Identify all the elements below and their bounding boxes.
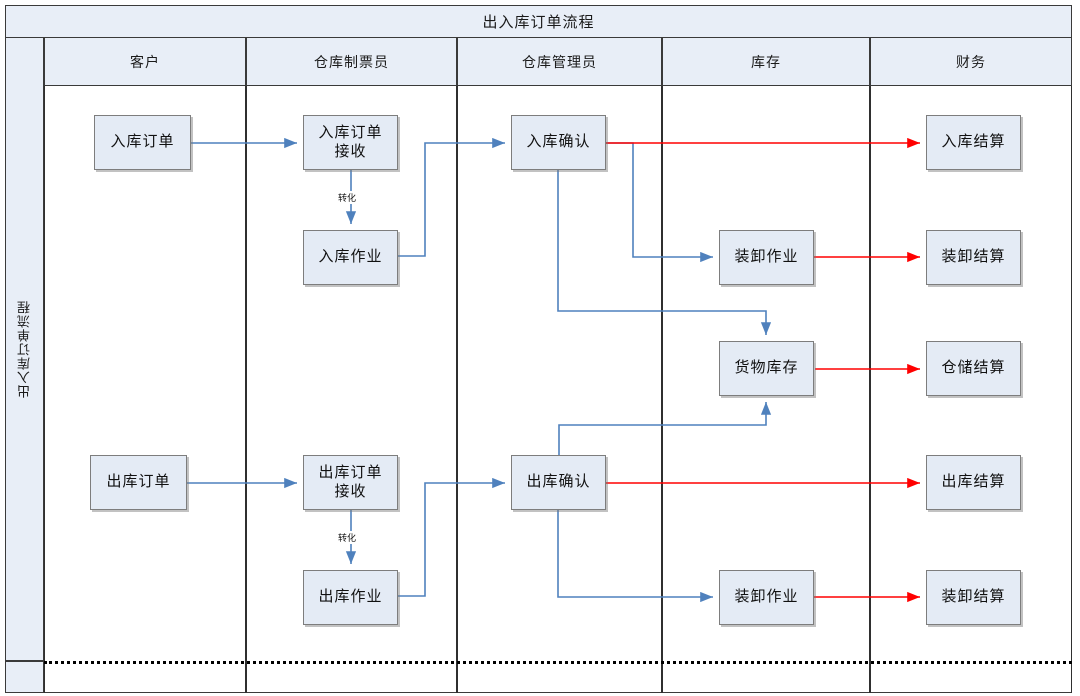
lane-body-customer xyxy=(44,86,246,693)
phase-separator-dotted-line xyxy=(44,661,1072,664)
node-loading-task-outbound[interactable]: 装卸作业 xyxy=(719,570,814,625)
node-inbound-settlement[interactable]: 入库结算 xyxy=(926,115,1021,170)
lane-header-manager: 仓库管理员 xyxy=(457,38,662,86)
node-outbound-order-receive[interactable]: 出库订单 接收 xyxy=(303,455,398,510)
node-outbound-task[interactable]: 出库作业 xyxy=(303,570,398,625)
node-outbound-settlement[interactable]: 出库结算 xyxy=(926,455,1021,510)
node-loading-settlement-outbound[interactable]: 装卸结算 xyxy=(926,570,1021,625)
lane-header-inventory: 库存 xyxy=(662,38,870,86)
lane-body-inventory xyxy=(662,86,870,693)
lane-label: 财务 xyxy=(956,53,986,70)
lane-label: 客户 xyxy=(130,53,160,70)
lane-body-manager xyxy=(457,86,662,693)
lane-body-ticketing xyxy=(246,86,457,693)
pool-label-text: 出入库订单流程 xyxy=(17,300,32,398)
lane-body-finance xyxy=(870,86,1072,693)
node-inbound-task[interactable]: 入库作业 xyxy=(303,230,398,285)
lane-label: 仓库管理员 xyxy=(522,53,597,70)
pool-label-band: 出入库订单流程 xyxy=(5,38,44,661)
node-inbound-order[interactable]: 入库订单 xyxy=(94,115,191,170)
lane-header-ticketing: 仓库制票员 xyxy=(246,38,457,86)
pool-label-band-footer xyxy=(5,661,44,693)
lane-label: 仓库制票员 xyxy=(314,53,389,70)
lane-header-row: 客户 仓库制票员 仓库管理员 库存 财务 xyxy=(44,38,1072,86)
node-goods-stock[interactable]: 货物库存 xyxy=(719,341,814,396)
node-loading-settlement-inbound[interactable]: 装卸结算 xyxy=(926,230,1021,285)
node-outbound-order[interactable]: 出库订单 xyxy=(90,455,187,510)
node-inbound-confirm[interactable]: 入库确认 xyxy=(511,115,606,170)
lane-label: 库存 xyxy=(751,53,781,70)
node-inbound-order-receive[interactable]: 入库订单 接收 xyxy=(303,115,398,170)
edge-label-conversion-outbound: 转化 xyxy=(336,531,359,544)
node-outbound-confirm[interactable]: 出库确认 xyxy=(511,455,606,510)
node-storage-settlement[interactable]: 仓储结算 xyxy=(926,341,1021,396)
lane-header-finance: 财务 xyxy=(870,38,1072,86)
lane-header-customer: 客户 xyxy=(44,38,246,86)
page-title: 出入库订单流程 xyxy=(482,14,595,31)
node-loading-task-inbound[interactable]: 装卸作业 xyxy=(719,230,814,285)
edge-label-conversion-inbound: 转化 xyxy=(336,191,359,204)
diagram-title-bar: 出入库订单流程 xyxy=(5,5,1072,38)
